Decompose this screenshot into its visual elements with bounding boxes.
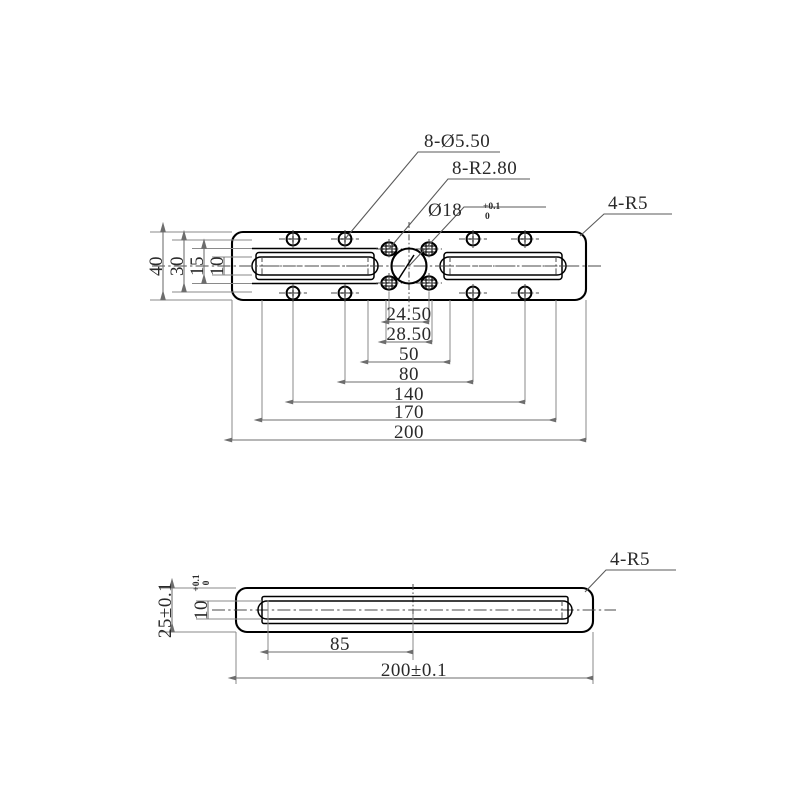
- hole-5p5: [279, 284, 307, 302]
- dim-25-pm: 25±0.1: [155, 582, 176, 638]
- hatched-hole: [376, 273, 402, 293]
- right-slot: [435, 251, 571, 281]
- hole-5p5: [511, 284, 539, 302]
- dim-15: 15: [187, 256, 208, 276]
- dim-80: 80: [399, 364, 419, 385]
- callout-dia-18: Ø18: [428, 200, 462, 221]
- center-bore-18: [390, 247, 428, 285]
- leader-callouts-top: 8-Ø5.50 8-R2.80 Ø18 +0.1 0 4-R5: [344, 131, 672, 267]
- dim-140: 140: [394, 384, 424, 405]
- dim-28-50: 28.50: [386, 324, 431, 345]
- dim-10-side-tol-lower: 0: [202, 580, 212, 585]
- front-view-group: 25±0.1 10 +0.1 0 85 200±0.1 4-R5: [155, 549, 676, 684]
- hole-5p5: [459, 284, 487, 302]
- side-vertical-dimensions: 25±0.1 10 +0.1 0: [155, 574, 262, 638]
- dim-170: 170: [394, 402, 424, 423]
- hole-5p5: [279, 230, 307, 248]
- hole-group-upper: [279, 230, 539, 248]
- dim-30: 30: [167, 256, 188, 276]
- dim-40: 40: [146, 256, 167, 276]
- leader-callouts-side: 4-R5: [584, 549, 676, 593]
- left-slot: [247, 251, 383, 281]
- callout-8-r2-80: 8-R2.80: [452, 158, 517, 179]
- dim-10-side: 10: [191, 600, 212, 620]
- hatched-hole: [416, 273, 442, 293]
- hole-5p5: [459, 230, 487, 248]
- center-hole-cluster: [376, 239, 442, 293]
- hole-5p5: [511, 230, 539, 248]
- dim-24-50: 24.50: [386, 304, 431, 325]
- leader-line-corner-radius-side: [584, 569, 676, 593]
- leader-line-holes: [344, 151, 500, 240]
- dim-10-side-tol-upper: +0.1: [192, 574, 202, 592]
- leader-line-fillets: [388, 178, 530, 250]
- side-horizontal-dimensions: 85 200±0.1: [227, 600, 594, 684]
- callout-4-r5-top: 4-R5: [608, 193, 648, 214]
- vertical-dimension-stack: 40 30 15 10: [146, 221, 252, 301]
- hole-5p5: [331, 284, 359, 302]
- callout-4-r5-side: 4-R5: [610, 549, 650, 570]
- dim-200-side: 200±0.1: [381, 660, 447, 681]
- horizontal-dimension-stack: 24.50 28.50 50 80 140 170 200: [223, 292, 587, 443]
- callout-8-dia-5-50: 8-Ø5.50: [424, 131, 490, 152]
- plan-view-group: 40 30 15 10: [146, 131, 672, 443]
- callout-dia-18-tol-upper: +0.1: [483, 202, 501, 212]
- hole-group-lower: [279, 284, 539, 302]
- dim-10-top: 10: [207, 256, 228, 276]
- dim-50: 50: [399, 344, 419, 365]
- hatched-hole: [416, 239, 442, 259]
- leader-line-corner-radius: [579, 213, 672, 237]
- dim-85: 85: [330, 634, 350, 655]
- dim-200-top: 200: [394, 422, 424, 443]
- leader-line-bore: [408, 206, 546, 267]
- callout-dia-18-tol-lower: 0: [485, 212, 490, 222]
